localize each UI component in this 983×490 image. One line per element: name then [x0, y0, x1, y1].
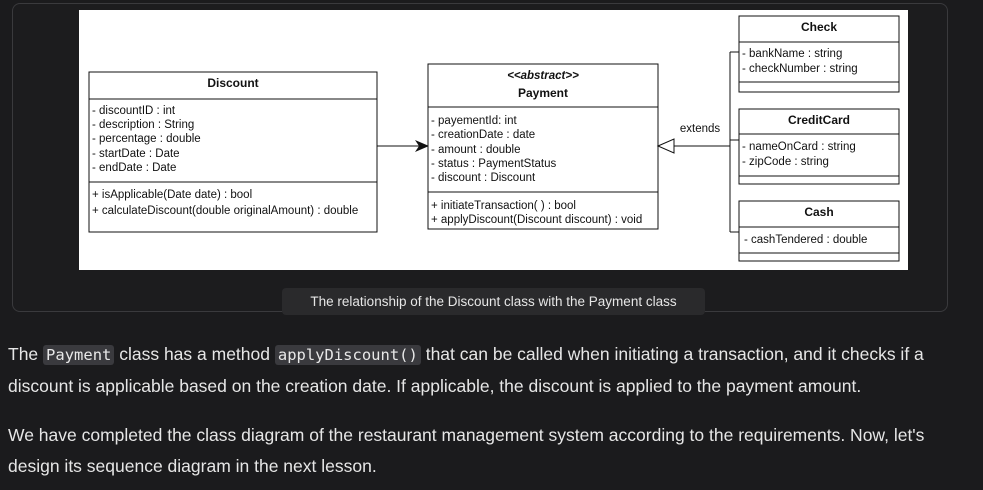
- payment-attribute: - payementId: int: [431, 115, 517, 127]
- payment-attribute: - creationDate : date: [431, 129, 535, 141]
- creditcard-class-name: CreditCard: [788, 113, 850, 127]
- discount-method: + calculateDiscount(double originalAmoun…: [92, 205, 358, 217]
- discount-attribute: - discountID : int: [92, 105, 176, 117]
- payment-attribute: - status : PaymentStatus: [431, 158, 557, 170]
- discount-class-name: Discount: [207, 76, 258, 90]
- check-attribute: - bankName : string: [742, 48, 842, 60]
- check-attribute: - checkNumber : string: [742, 63, 858, 75]
- paragraph-next-lesson: We have completed the class diagram of t…: [8, 425, 925, 476]
- figure-caption: The relationship of the Discount class w…: [282, 288, 705, 315]
- generalization-arrowhead: [656, 138, 675, 154]
- payment-method: + applyDiscount(Discount discount) : voi…: [431, 214, 642, 226]
- check-class-name: Check: [801, 20, 837, 34]
- discount-attribute: - percentage : double: [92, 133, 201, 145]
- discount-method: + isApplicable(Date date) : bool: [92, 189, 252, 201]
- payment-attribute: - amount : double: [431, 144, 521, 156]
- extends-connector: extends: [656, 51, 739, 233]
- figure-card: Discount - discountID : int - descriptio…: [12, 3, 948, 315]
- payment-method: + initiateTransaction( ) : bool: [431, 200, 576, 212]
- class-diagram: Discount - discountID : int - descriptio…: [79, 10, 908, 270]
- creditcard-class: CreditCard - nameOnCard : string - zipCo…: [738, 108, 900, 185]
- creditcard-attribute: - nameOnCard : string: [742, 141, 856, 153]
- paragraph-payment-method: The Payment class has a method applyDisc…: [8, 344, 924, 396]
- check-class: Check - bankName : string - checkNumber …: [738, 15, 900, 93]
- extends-label: extends: [680, 123, 721, 135]
- payment-stereotype: <<abstract>>: [507, 70, 579, 82]
- inline-code-payment: Payment: [43, 345, 115, 365]
- inline-code-apply-discount: applyDiscount(): [274, 345, 421, 365]
- payment-class-name: Payment: [518, 86, 568, 100]
- discount-attribute: - description : String: [92, 119, 194, 131]
- payment-class: <<abstract>> Payment - payementId: int -…: [427, 63, 659, 230]
- payment-attribute: - discount : Discount: [431, 172, 536, 184]
- creditcard-attribute: - zipCode : string: [742, 156, 829, 168]
- discount-attribute: - endDate : Date: [92, 162, 176, 174]
- cash-class-name: Cash: [804, 205, 833, 219]
- cash-attribute: - cashTendered : double: [744, 234, 867, 246]
- discount-attribute: - startDate : Date: [92, 148, 180, 160]
- cash-class: Cash - cashTendered : double: [738, 200, 900, 262]
- discount-class: Discount - discountID : int - descriptio…: [88, 71, 378, 233]
